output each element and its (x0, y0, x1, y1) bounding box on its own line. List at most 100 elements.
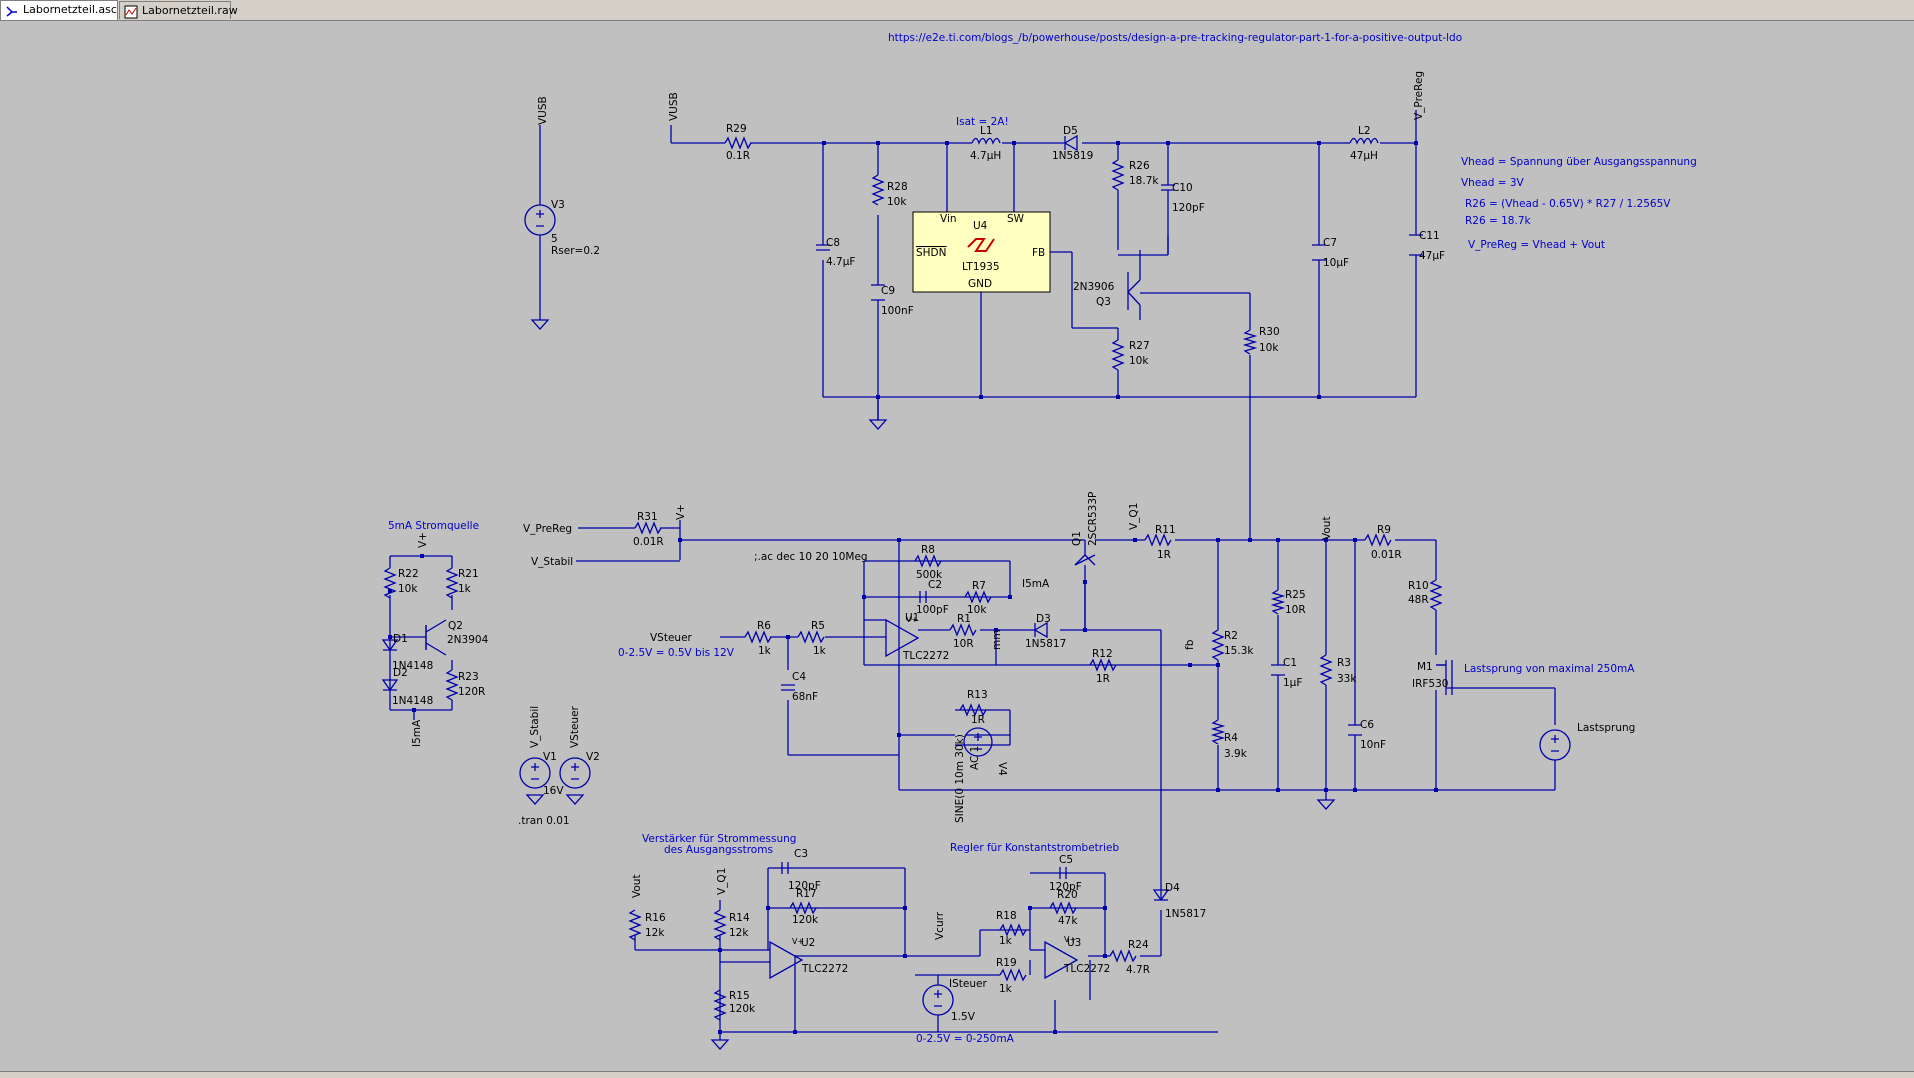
junction-dot (1008, 595, 1012, 599)
component-label: 68nF (792, 691, 818, 703)
net-mm: mm (991, 630, 1003, 650)
component-label: M1 (1417, 661, 1433, 673)
diode-d5 (1063, 134, 1078, 152)
component-label: FB (1032, 247, 1045, 259)
wire-segment (1074, 554, 1086, 566)
junction-dot (1276, 788, 1280, 792)
tab-labornetzteil-raw[interactable]: Labornetzteil.raw (119, 1, 238, 19)
junction-dot (1216, 538, 1220, 542)
component-label: D5 (1063, 125, 1078, 137)
component-label: R30 (1259, 326, 1280, 338)
component-label: R26 (1129, 160, 1150, 172)
component-label: 10µF (1323, 257, 1349, 269)
resistor-r15 (713, 989, 727, 1021)
component-label: U1 (905, 612, 919, 624)
symbol-shape (1551, 735, 1559, 752)
opamp-u1 (885, 618, 920, 658)
component-label: 0.1R (726, 150, 750, 162)
component-label: Lastsprung (1577, 722, 1635, 734)
r26-formula: R26 = (Vhead - 0.65V) * R27 / 1.2565V (1465, 198, 1671, 210)
resistor-r23 (445, 669, 459, 701)
resistor-r11 (1144, 533, 1172, 547)
component-label: R29 (726, 123, 747, 135)
component-label: R13 (967, 689, 988, 701)
junction-dot (897, 733, 901, 737)
resistor-r2 (1211, 629, 1225, 661)
diode-d1 (381, 639, 399, 652)
junction-dot (994, 628, 998, 632)
component-label: U4 (973, 220, 988, 232)
component-label: 48R (1408, 594, 1429, 606)
component-label: R20 (1057, 889, 1078, 901)
junction-dot (1434, 788, 1438, 792)
component-label: D3 (1036, 613, 1051, 625)
junction-dot (979, 395, 983, 399)
resistor-r6 (744, 630, 772, 644)
net-vsteuer: VSteuer (569, 705, 581, 748)
component-label: V1 (543, 751, 557, 763)
component-label: 1N5817 (1025, 638, 1066, 650)
diode-d4 (1152, 889, 1170, 902)
resistor-r30 (1242, 329, 1258, 355)
r26-value: R26 = 18.7k (1465, 215, 1532, 227)
component-label: 16V (543, 785, 564, 797)
component-label: TLC2272 (1063, 963, 1110, 975)
component-label: C2 (928, 579, 942, 591)
component-label: R1 (957, 613, 971, 625)
component-label: Rser=0.2 (551, 245, 600, 257)
component-label: 2SCR533P (1087, 492, 1099, 546)
symbol-shape (531, 763, 539, 780)
junction-dot (1083, 580, 1087, 584)
component-label: 3.9k (1224, 748, 1248, 760)
ground-symbols (525, 319, 1336, 1050)
junction-dot (718, 948, 722, 952)
net-vplus: V+ (417, 532, 429, 548)
schematic-canvas[interactable]: https://e2e.ti.com/blogs_/b/powerhouse/p… (0, 21, 1914, 1071)
junction-dot (903, 954, 907, 958)
mosfet-m1 (1436, 660, 1453, 695)
junction-dot (766, 906, 770, 910)
resistor-r12 (1089, 658, 1117, 672)
component-label: R2 (1224, 630, 1238, 642)
junction-dot (1324, 788, 1328, 792)
component-label: 1R (1157, 549, 1171, 561)
tab-bar: Labornetzteil.asc Labornetzteil.raw (0, 0, 1914, 21)
component-label: R5 (811, 620, 825, 632)
schematic-svg[interactable]: https://e2e.ti.com/blogs_/b/powerhouse/p… (0, 21, 1914, 1071)
component-label: R7 (972, 580, 986, 592)
diode-d2 (381, 679, 399, 692)
resistor-r22 (383, 567, 397, 599)
component-label: 47µF (1419, 250, 1445, 262)
ground-icon (868, 419, 888, 430)
junction-dot (1216, 788, 1220, 792)
component-label: C9 (881, 285, 895, 297)
ac-directive: ;.ac dec 10 20 10Meg (754, 551, 868, 563)
resistor-r18 (999, 923, 1027, 937)
capacitor-c2 (919, 591, 927, 603)
component-label: V3 (551, 199, 565, 211)
component-label: 4.7µF (826, 256, 855, 268)
component-label: R14 (729, 912, 750, 924)
tab-labornetzteil-asc[interactable]: Labornetzteil.asc (0, 0, 118, 20)
vhead-value: Vhead = 3V (1461, 177, 1525, 189)
net-vusb: VUSB (537, 96, 549, 125)
component-label: 1N4148 (392, 660, 433, 672)
resistor-r5 (797, 630, 825, 644)
ic-u4[interactable] (912, 211, 1051, 293)
net-vplus: V+ (675, 504, 687, 520)
junction-dot (1053, 1030, 1057, 1034)
component-label: Q2 (448, 620, 463, 632)
symbol-shape (934, 990, 942, 1007)
resistor-r26 (1111, 159, 1125, 191)
resistor-r19 (999, 968, 1027, 982)
junction-dot (1012, 141, 1016, 145)
component-label: C11 (1419, 230, 1440, 242)
capacitor-c10 (1161, 184, 1175, 191)
component-label: R15 (729, 990, 750, 1002)
component-label: C3 (794, 848, 808, 860)
net-vcurr: Vcurr (934, 911, 946, 940)
junction-dot (1353, 788, 1357, 792)
component-label: 1k (813, 645, 827, 657)
junction-dot (945, 141, 949, 145)
junction-dot (1083, 628, 1087, 632)
